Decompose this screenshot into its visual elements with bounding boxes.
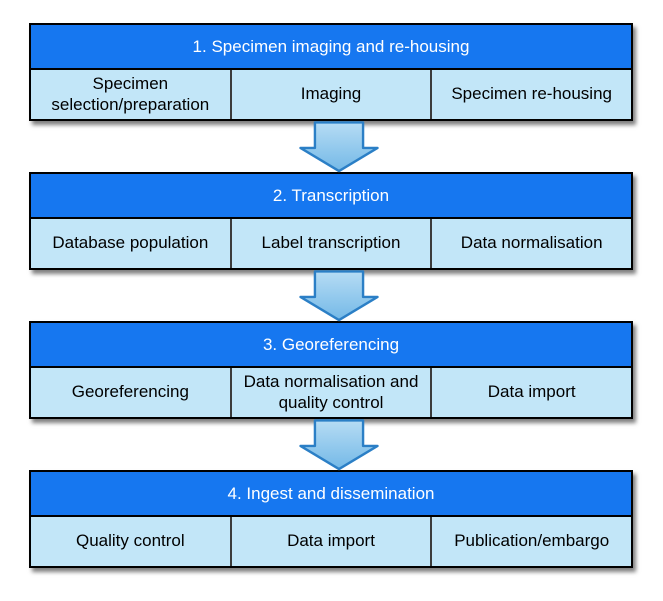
stage-4-title: 4. Ingest and dissemination: [31, 472, 631, 517]
stage-2-title: 2. Transcription: [31, 174, 631, 219]
stage-3-title: 3. Georeferencing: [31, 323, 631, 368]
stage-1-title: 1. Specimen imaging and re-housing: [31, 25, 631, 70]
stage-2-task-3: Data normalisation: [430, 219, 631, 268]
stage-2-task-2: Label transcription: [229, 219, 431, 268]
stage-1-tasks: Specimen selection/preparation Imaging S…: [31, 70, 631, 119]
stage-2-tasks: Database population Label transcription …: [31, 219, 631, 268]
stage-3-task-2: Data normalisation and quality control: [229, 368, 431, 417]
stage-3-tasks: Georeferencing Data normalisation and qu…: [31, 368, 631, 417]
stage-2-task-1: Database population: [52, 233, 209, 253]
stage-4-block: 4. Ingest and dissemination Quality cont…: [29, 470, 633, 568]
stage-3-task-3: Data import: [430, 368, 631, 417]
stage-4-tasks: Quality control Data import Publication/…: [31, 517, 631, 566]
stage-2-block: 2. Transcription Database population Lab…: [29, 172, 633, 270]
stage-3-task-1: Georeferencing: [71, 382, 189, 402]
arrow-gap-2: [29, 270, 633, 322]
digitisation-workflow: 1. Specimen imaging and re-housing Speci…: [29, 23, 633, 568]
stage-1-task-2: Imaging: [229, 70, 431, 119]
stage-1-block: 1. Specimen imaging and re-housing Speci…: [29, 23, 633, 121]
down-block-arrow-icon: [299, 419, 379, 471]
down-block-arrow-icon: [299, 121, 379, 173]
stage-4-task-1: Quality control: [76, 531, 185, 551]
stage-4-task-2: Data import: [229, 517, 431, 566]
arrow-gap-1: [29, 121, 633, 173]
stage-1-task-1: Specimen selection/preparation: [51, 74, 210, 114]
down-block-arrow-icon: [299, 270, 379, 322]
stage-4-task-3: Publication/embargo: [430, 517, 631, 566]
stage-3-block: 3. Georeferencing Georeferencing Data no…: [29, 321, 633, 419]
arrow-gap-3: [29, 419, 633, 471]
stage-1-task-3: Specimen re-housing: [430, 70, 631, 119]
